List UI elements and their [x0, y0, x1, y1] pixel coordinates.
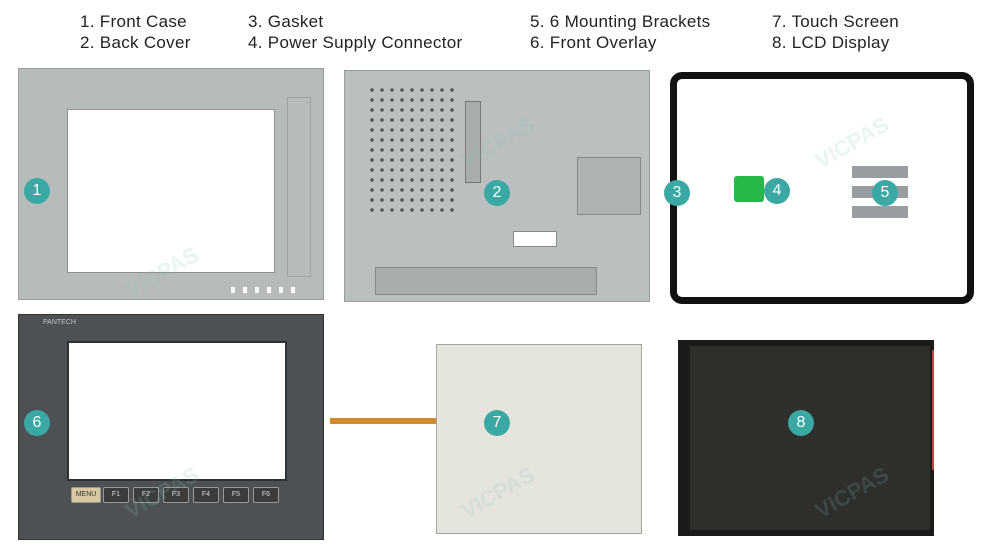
- overlay-keypad: MENU F1 F2 F3 F4 F5 F6: [71, 487, 291, 503]
- menu-key[interactable]: MENU: [71, 487, 101, 503]
- legend-column-1: 1. Front Case 2. Back Cover: [80, 11, 191, 53]
- back-cover-square-plate: [577, 157, 641, 215]
- f5-key[interactable]: F5: [223, 487, 249, 503]
- f2-key[interactable]: F2: [133, 487, 159, 503]
- back-cover-slot: [465, 101, 481, 183]
- front-case-window: [67, 109, 275, 273]
- f6-key[interactable]: F6: [253, 487, 279, 503]
- front-case-indicator-dots: [231, 287, 301, 293]
- badge-1: 1: [24, 178, 50, 204]
- badge-4: 4: [764, 178, 790, 204]
- gasket-image: [670, 72, 974, 304]
- f3-key[interactable]: F3: [163, 487, 189, 503]
- legend-item-power-connector: 4. Power Supply Connector: [248, 33, 463, 52]
- back-cover-image: [344, 70, 650, 302]
- legend-column-2: 3. Gasket 4. Power Supply Connector: [248, 11, 462, 53]
- legend-column-4: 7. Touch Screen 8. LCD Display: [772, 11, 899, 53]
- front-case-side-slot: [287, 97, 311, 277]
- legend-item-front-overlay: 6. Front Overlay: [530, 33, 657, 52]
- badge-8: 8: [788, 410, 814, 436]
- legend-item-front-case: 1. Front Case: [80, 12, 187, 31]
- legend-item-mounting-brackets: 5. 6 Mounting Brackets: [530, 12, 711, 31]
- f4-key[interactable]: F4: [193, 487, 219, 503]
- overlay-brand: PANTECH: [43, 319, 76, 326]
- touch-screen-image: [436, 344, 642, 534]
- badge-5: 5: [872, 180, 898, 206]
- badge-3: 3: [664, 180, 690, 206]
- touch-screen-cable: [330, 418, 438, 424]
- power-connector-image: [734, 176, 764, 202]
- f1-key[interactable]: F1: [103, 487, 129, 503]
- badge-6: 6: [24, 410, 50, 436]
- badge-2: 2: [484, 180, 510, 206]
- back-cover-vent-grid: [367, 85, 457, 215]
- legend-item-back-cover: 2. Back Cover: [80, 33, 191, 52]
- back-cover-port-row: [375, 267, 597, 295]
- lcd-panel-surface: [690, 346, 930, 530]
- legend-item-gasket: 3. Gasket: [248, 12, 324, 31]
- overlay-screen-window: [67, 341, 287, 481]
- lcd-display-image: [678, 340, 934, 536]
- front-case-image: [18, 68, 324, 300]
- legend-item-lcd-display: 8. LCD Display: [772, 33, 890, 52]
- badge-7: 7: [484, 410, 510, 436]
- front-overlay-image: PANTECH MENU F1 F2 F3 F4 F5 F6: [18, 314, 324, 540]
- back-cover-label: [513, 231, 557, 247]
- legend-column-3: 5. 6 Mounting Brackets 6. Front Overlay: [530, 11, 710, 53]
- lcd-wires: [932, 350, 984, 470]
- legend-item-touch-screen: 7. Touch Screen: [772, 12, 900, 31]
